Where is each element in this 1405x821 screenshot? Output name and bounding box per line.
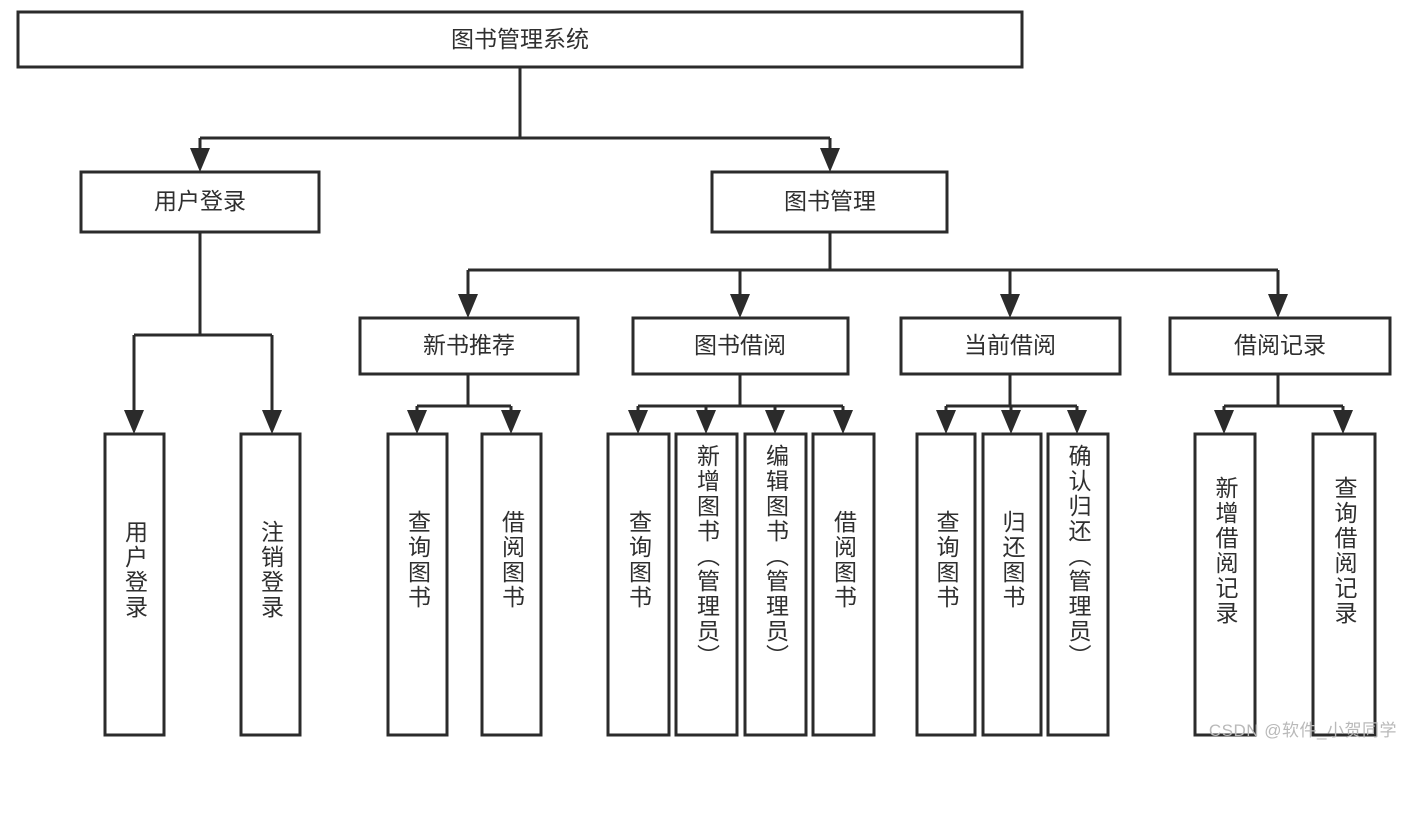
node-l4-bb-query-box[interactable] [606, 432, 671, 737]
arrowhead-bb-c3 [765, 410, 785, 434]
arrowhead-user-login [190, 148, 210, 172]
node-user-login-label: 用户登录 [154, 188, 246, 214]
arrowhead-cb-c2 [1001, 410, 1021, 434]
arrowhead-cb-c3 [1067, 410, 1087, 434]
arrowhead-nb-c1 [407, 410, 427, 434]
node-l4-cb-return-box[interactable] [981, 432, 1043, 737]
node-l4-cb-query-box[interactable] [915, 432, 977, 737]
node-borrow-record-label: 借阅记录 [1234, 332, 1326, 358]
node-l4-logout-box[interactable] [239, 432, 302, 737]
node-l4-cb-confirm-box[interactable] [1046, 432, 1110, 737]
node-book-borrow-box[interactable] [631, 316, 850, 376]
arrowhead-borrow [730, 294, 750, 318]
node-l4-bb-add-box[interactable] [674, 432, 739, 737]
node-book-borrow-label: 图书借阅 [694, 332, 786, 358]
node-root-box[interactable] [16, 10, 1024, 69]
arrowhead-br-c2 [1333, 410, 1353, 434]
node-book-mgmt-label: 图书管理 [784, 188, 876, 214]
node-l4-br-add-box[interactable] [1193, 432, 1257, 737]
node-user-login-box[interactable] [79, 170, 321, 234]
node-l4-bb-edit-box[interactable] [743, 432, 808, 737]
hierarchy-tree-svg: 图书管理系统 用户登录 图书管理 新书推荐 图书借阅 当前借阅 借阅记录 [16, 10, 1392, 737]
arrowhead-bb-c1 [628, 410, 648, 434]
node-root-label: 图书管理系统 [451, 26, 589, 52]
node-borrow-record-box[interactable] [1168, 316, 1392, 376]
arrowhead-ul-child1 [124, 410, 144, 434]
node-l4-bb-borrow-box[interactable] [811, 432, 876, 737]
node-l4-nb-borrow-box[interactable] [480, 432, 543, 737]
node-book-mgmt-box[interactable] [710, 170, 949, 234]
arrowhead-book-mgmt [820, 148, 840, 172]
csdn-watermark: CSDN @软件_小贺同学 [1208, 721, 1397, 740]
node-new-book-box[interactable] [358, 316, 580, 376]
arrowhead-bb-c4 [833, 410, 853, 434]
arrowhead-ul-child2 [262, 410, 282, 434]
arrowhead-newbook [458, 294, 478, 318]
node-new-book-label: 新书推荐 [423, 332, 515, 358]
connector-layer [124, 68, 1353, 434]
node-l4-nb-query-box[interactable] [386, 432, 449, 737]
arrowhead-record [1268, 294, 1288, 318]
node-layer: 图书管理系统 用户登录 图书管理 新书推荐 图书借阅 当前借阅 借阅记录 [16, 10, 1392, 737]
arrowhead-bb-c2 [696, 410, 716, 434]
node-l4-br-query-box[interactable] [1311, 432, 1377, 737]
arrowhead-cb-c1 [936, 410, 956, 434]
arrowhead-current [1000, 294, 1020, 318]
arrowhead-nb-c2 [501, 410, 521, 434]
node-current-borrow-label: 当前借阅 [964, 332, 1056, 358]
node-current-borrow-box[interactable] [899, 316, 1122, 376]
arrowhead-br-c1 [1214, 410, 1234, 434]
node-l4-user-login-box[interactable] [103, 432, 166, 737]
diagram-canvas: 图书管理系统 用户登录 图书管理 新书推荐 图书借阅 当前借阅 借阅记录 [16, 10, 1397, 740]
